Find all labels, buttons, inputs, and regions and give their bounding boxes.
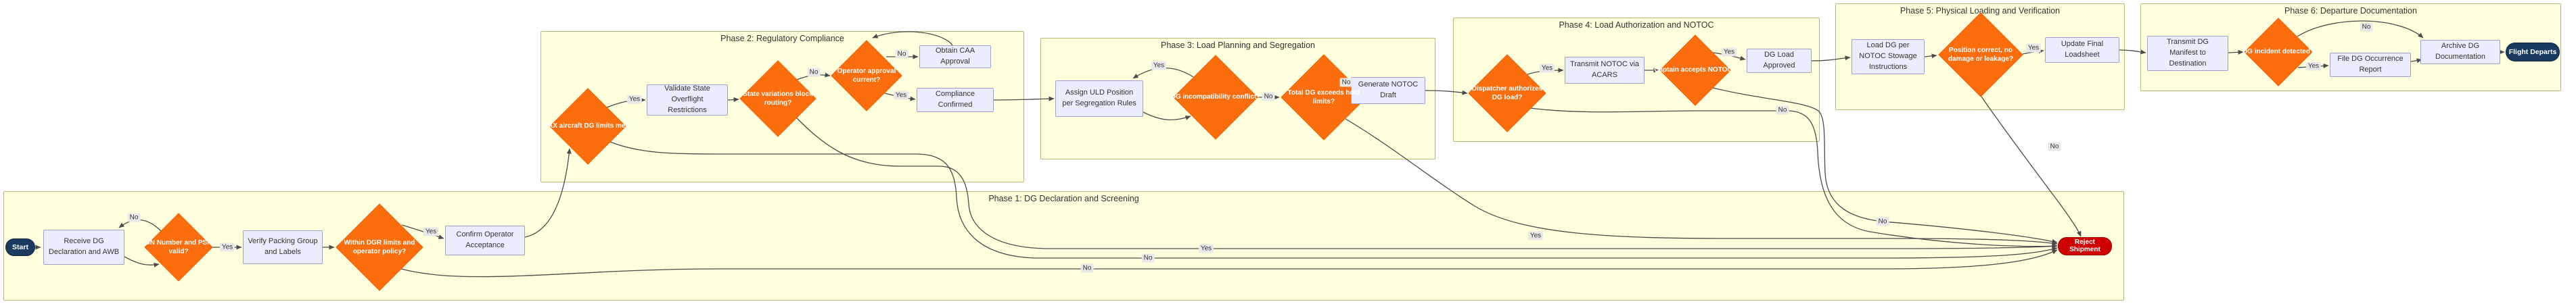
node-start: Start (5, 238, 35, 256)
node-receive: Receive DG Declaration and AWB (43, 230, 124, 265)
edge-label-dgrlimits-reject: No (1080, 263, 1094, 273)
edge-incident-to-archive (2297, 20, 2424, 39)
edge-assignuld-to-dgconflict (1143, 111, 1191, 121)
node-dgmanifest: Transmit DG Manifest to Destination (2147, 36, 2228, 71)
node-notocdraft: Generate NOTOC Draft (1351, 77, 1425, 104)
node-occurrence: File DG Occurrence Report (2330, 53, 2411, 77)
node-opapproval-diamond (831, 40, 902, 111)
edge-validate-to-statevar (727, 97, 739, 102)
edge-label-positionok-loadsheet: Yes (2025, 43, 2042, 53)
node-archive: Archive DG Documentation (2420, 40, 2500, 64)
node-assignuld: Assign ULD Position per Segregation Rule… (1055, 80, 1143, 117)
node-dgrlimits-diamond (336, 203, 423, 291)
edge-label-captain-reject: No (1876, 217, 1889, 226)
edge-label-positionok-reject: No (2048, 142, 2061, 151)
edge-label-opapproval-obtaincaa: No (895, 49, 908, 59)
node-complianceok: Compliance Confirmed (917, 88, 994, 112)
edge-label-unvalid-verify: Yes (219, 243, 235, 252)
node-validate: Validate State Overflight Restrictions (647, 84, 728, 116)
edge-label-statevar-opapproval: No (807, 68, 821, 77)
node-confirm: Confirm Operator Acceptance (445, 226, 525, 255)
edge-label-totaldg-notocdraft: No (1339, 78, 1353, 87)
node-dgconflict-diamond (1173, 55, 1258, 140)
edge-totaldg-to-reject (1345, 118, 2058, 246)
edge-notocdraft-to-dispatcher (1425, 90, 1468, 95)
edge-dgapproved-to-loaddg (1811, 55, 1851, 61)
edge-label-unvalid-receive: No (127, 213, 141, 222)
edge-dispatcher-to-reject (1530, 107, 2058, 249)
node-verify: Verify Packing Group and Labels (243, 230, 323, 264)
edge-label-captain-dgapproved: Yes (1721, 47, 1737, 57)
edge-obtaincaa-to-opapproval (872, 31, 953, 46)
edge-label-dispatcher-reject: No (1776, 105, 1789, 115)
edge-label-totaldg-reject: Yes (1527, 231, 1544, 240)
edge-loadsheet-to-dgmanifest (2119, 49, 2146, 55)
edge-captain-to-reject (1712, 87, 2058, 244)
edge-label-dgconflict-totaldg: No (1262, 92, 1275, 101)
edge-pax-to-reject (610, 141, 2058, 259)
node-loaddg: Load DG per NOTOC Stowage Instructions (1852, 39, 1925, 74)
node-statevar-diamond (739, 60, 816, 137)
edge-label-dgconflict-assignuld: Yes (1151, 61, 1167, 70)
edge-label-pax-validate: Yes (626, 95, 643, 104)
edge-dgrlimits-to-reject (400, 249, 2058, 278)
edge-unvalid-to-receive (118, 219, 162, 232)
edge-statevar-to-reject (796, 117, 2058, 249)
node-reject: Reject Shipment (2058, 236, 2112, 255)
edge-dgrlimits-to-confirm (401, 224, 444, 240)
node-positionok-diamond (1938, 12, 2023, 97)
node-incident-diamond (2244, 18, 2313, 86)
node-obtaincaa: Obtain CAA Approval (919, 45, 991, 68)
node-loadsheet: Update Final Loadsheet (2045, 37, 2119, 63)
node-captain-diamond (1659, 34, 1731, 106)
edge-receive-to-unvalid (124, 256, 160, 268)
node-unvalid-diamond (144, 213, 213, 282)
node-departs: Flight Departs (2506, 43, 2560, 61)
node-dgapproved: DG Load Approved (1747, 49, 1812, 73)
edge-label-incident-archive: No (2360, 22, 2373, 32)
edge-dgmanifest-to-incident (2228, 49, 2244, 55)
edge-positionok-to-reject (1981, 96, 2082, 237)
edge-label-dispatcher-transmitnotoc: Yes (1539, 64, 1555, 73)
edge-label-incident-occurrence: Yes (2305, 61, 2322, 71)
node-pax-diamond (549, 88, 626, 165)
node-transmitnotoc: Transmit NOTOC via ACARS (1565, 57, 1644, 84)
edge-loaddg-to-positionok (1924, 53, 1937, 59)
edge-label-dgrlimits-confirm: Yes (423, 227, 439, 236)
edge-confirm-to-pax (524, 148, 572, 238)
edge-label-opapproval-complianceok: Yes (893, 91, 909, 100)
edge-label-statevar-reject: Yes (1198, 244, 1214, 253)
node-dispatcher-diamond (1468, 54, 1546, 132)
edge-label-pax-reject: No (1141, 253, 1155, 263)
edge-complianceok-to-assignuld (993, 96, 1055, 101)
